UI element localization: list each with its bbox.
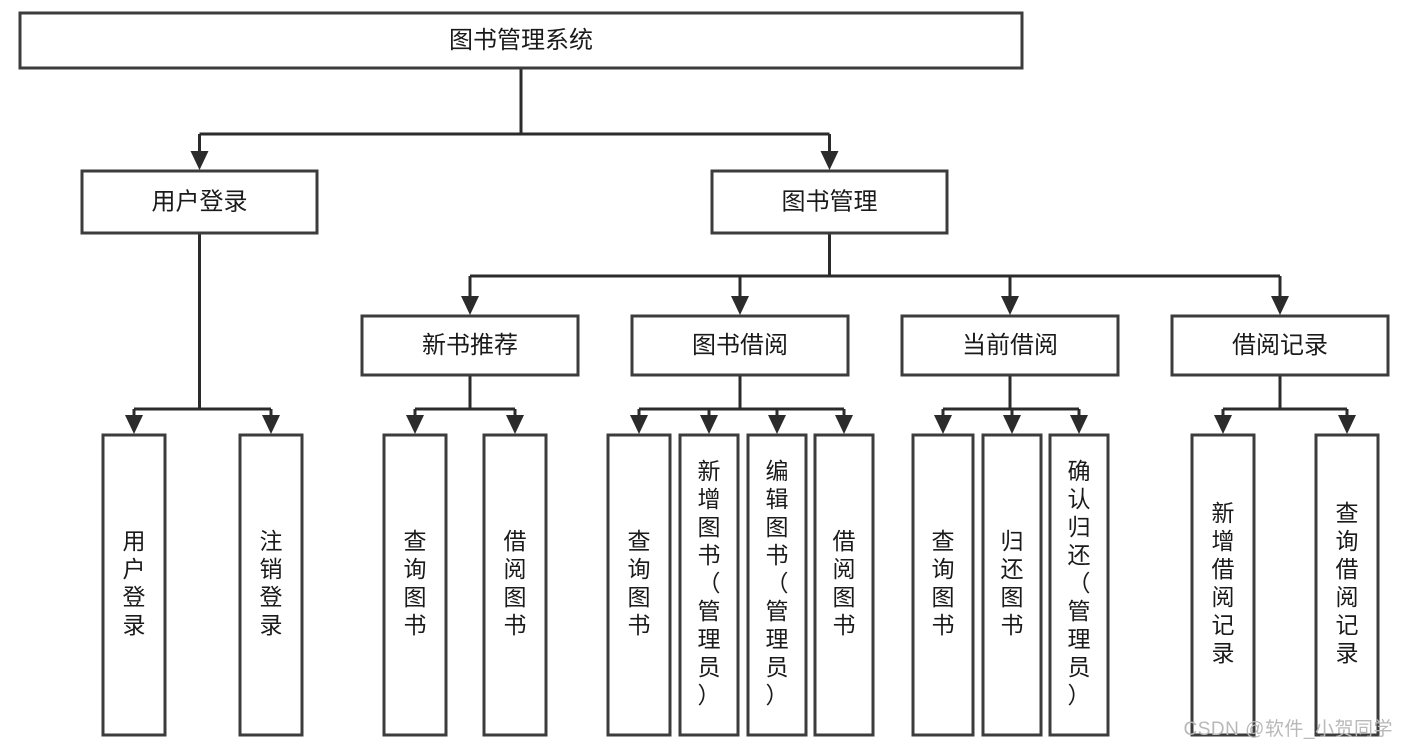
node-box-leaf-confirm-return	[1048, 433, 1110, 737]
watermark-text: CSDN @软件_小贺同学	[1183, 719, 1393, 740]
arrow-head-icon	[820, 151, 839, 170]
node-leaf-edit-book[interactable]: 编辑图书（管理员）	[746, 433, 808, 737]
arrow-head-icon	[262, 415, 280, 434]
node-box-leaf-borrow-book	[813, 433, 875, 737]
node-leaf-confirm-return[interactable]: 确认归还（管理员）	[1048, 433, 1110, 737]
node-box-user-login	[80, 169, 319, 235]
arrow-head-icon	[1338, 415, 1356, 434]
node-leaf-query-book-current[interactable]: 查询图书	[911, 433, 975, 737]
node-label-leaf-query-book-borrow: 查询图书	[628, 528, 651, 638]
arrow-head-icon	[1001, 296, 1019, 315]
node-box-leaf-query-book-borrow	[606, 433, 672, 737]
node-leaf-user-login[interactable]: 用户登录	[101, 433, 167, 737]
node-book-borrow[interactable]: 图书借阅	[630, 314, 850, 377]
arrow-head-icon	[835, 415, 853, 434]
node-label-leaf-edit-book: 编辑图书（管理员）	[766, 458, 789, 708]
node-leaf-return-book[interactable]: 归还图书	[981, 433, 1043, 737]
node-box-borrow-record	[1170, 314, 1390, 377]
arrow-head-icon	[190, 151, 209, 170]
arrow-head-icon	[1214, 415, 1232, 434]
node-label-current-borrow: 当前借阅	[962, 332, 1058, 359]
node-label-book-manage: 图书管理	[782, 188, 878, 215]
arrow-head-icon	[768, 415, 786, 434]
node-box-new-book-recommend	[360, 314, 580, 377]
node-leaf-query-book-recommend[interactable]: 查询图书	[382, 433, 448, 737]
node-box-current-borrow	[900, 314, 1120, 377]
arrow-head-icon	[1070, 415, 1088, 434]
arrow-head-icon	[506, 415, 524, 434]
node-label-leaf-user-login: 用户登录	[123, 528, 146, 638]
node-leaf-borrow-book[interactable]: 借阅图书	[813, 433, 875, 737]
arrow-head-icon	[461, 296, 479, 315]
node-label-leaf-query-borrow-record: 查询借阅记录	[1336, 500, 1359, 666]
arrow-head-icon	[934, 415, 952, 434]
node-borrow-record[interactable]: 借阅记录	[1170, 314, 1390, 377]
node-label-leaf-query-book-recommend: 查询图书	[404, 528, 427, 638]
node-label-leaf-borrow-book-recommend: 借阅图书	[504, 528, 527, 638]
node-box-book-borrow	[630, 314, 850, 377]
arrow-head-icon	[1271, 296, 1289, 315]
node-leaf-add-book[interactable]: 新增图书（管理员）	[678, 433, 740, 737]
node-book-manage[interactable]: 图书管理	[710, 169, 949, 235]
node-box-leaf-query-book-current	[911, 433, 975, 737]
arrow-head-icon	[1003, 415, 1021, 434]
node-label-root: 图书管理系统	[449, 27, 593, 54]
node-label-leaf-confirm-return: 确认归还（管理员）	[1068, 458, 1091, 708]
node-box-leaf-add-book	[678, 433, 740, 737]
arrow-head-icon	[125, 415, 143, 434]
node-label-new-book-recommend: 新书推荐	[422, 332, 518, 359]
arrow-head-icon	[700, 415, 718, 434]
node-leaf-add-borrow-record[interactable]: 新增借阅记录	[1190, 433, 1256, 737]
arrow-head-icon	[630, 415, 648, 434]
node-box-leaf-logout	[238, 433, 304, 737]
node-leaf-query-borrow-record[interactable]: 查询借阅记录	[1314, 433, 1380, 737]
node-box-leaf-query-book-recommend	[382, 433, 448, 737]
node-label-leaf-logout: 注销登录	[260, 528, 283, 638]
node-root[interactable]: 图书管理系统	[18, 11, 1024, 70]
node-label-leaf-add-borrow-record: 新增借阅记录	[1212, 500, 1235, 666]
node-label-user-login: 用户登录	[152, 188, 248, 215]
node-layer: 图书管理系统用户登录图书管理新书推荐图书借阅当前借阅借阅记录用户登录注销登录查询…	[18, 11, 1390, 737]
node-box-leaf-return-book	[981, 433, 1043, 737]
node-box-leaf-query-borrow-record	[1314, 433, 1380, 737]
node-box-leaf-edit-book	[746, 433, 808, 737]
node-user-login[interactable]: 用户登录	[80, 169, 319, 235]
node-box-leaf-user-login	[101, 433, 167, 737]
node-box-root	[18, 11, 1024, 70]
node-label-leaf-add-book: 新增图书（管理员）	[698, 458, 721, 708]
node-box-book-manage	[710, 169, 949, 235]
node-leaf-logout[interactable]: 注销登录	[238, 433, 304, 737]
arrow-head-icon	[731, 296, 749, 315]
node-label-leaf-return-book: 归还图书	[1001, 528, 1024, 638]
node-leaf-borrow-book-recommend[interactable]: 借阅图书	[482, 433, 548, 737]
node-label-book-borrow: 图书借阅	[692, 332, 788, 359]
arrow-head-icon	[406, 415, 424, 434]
connector-layer	[125, 68, 1356, 434]
node-leaf-query-book-borrow[interactable]: 查询图书	[606, 433, 672, 737]
node-box-leaf-borrow-book-recommend	[482, 433, 548, 737]
node-current-borrow[interactable]: 当前借阅	[900, 314, 1120, 377]
node-new-book-recommend[interactable]: 新书推荐	[360, 314, 580, 377]
node-label-borrow-record: 借阅记录	[1232, 332, 1328, 359]
node-box-leaf-add-borrow-record	[1190, 433, 1256, 737]
node-label-leaf-borrow-book: 借阅图书	[833, 528, 856, 638]
node-label-leaf-query-book-current: 查询图书	[932, 528, 955, 638]
